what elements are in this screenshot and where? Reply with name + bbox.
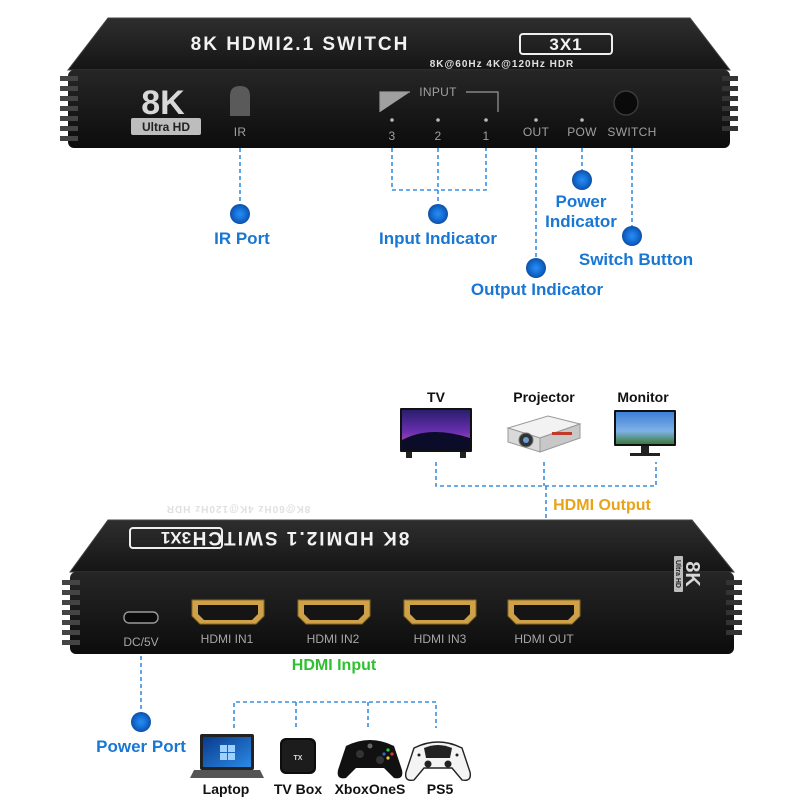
- xbox-controller-icon: [337, 740, 403, 779]
- ps5-controller-icon: [404, 741, 472, 782]
- xboxones-label: XboxOneS: [335, 781, 406, 797]
- bottom-8k-logo: 8K: [681, 561, 703, 587]
- input-label: INPUT: [419, 85, 457, 99]
- switch-callout-dot: [622, 226, 642, 246]
- top-device-left-grooves: [60, 76, 78, 141]
- tv-box-label: TV Box: [274, 781, 322, 797]
- out-led: [534, 118, 538, 122]
- bottom-device-front-panel: [70, 572, 734, 654]
- projector-label: Projector: [513, 389, 575, 405]
- power-port-label: Power Port: [96, 737, 186, 756]
- power-indicator-label-2: Indicator: [545, 212, 617, 231]
- hdmi-output-label: HDMI Output: [553, 497, 651, 514]
- power-indicator-label-1: Power: [555, 192, 606, 211]
- output-connection-bracket: [435, 462, 657, 487]
- top-device-badge-frame: [519, 33, 613, 55]
- bottom-device-rotated-labels: 8K HDMI2.1 SWITCH 3X1 8K@60Hz 4K@120Hz H…: [129, 503, 410, 549]
- bottom-device-badge: 3X1: [161, 528, 191, 547]
- bottom-device-badge-frame: [129, 527, 223, 549]
- input-num-2: 2: [435, 129, 442, 143]
- out-label: OUT: [523, 125, 550, 139]
- switch-button-label: Switch Button: [579, 250, 693, 269]
- input-section: HDMI Input Power Port Laptop TX TV Box: [96, 656, 472, 797]
- output-devices: TV Projector Monitor H: [400, 389, 676, 524]
- input-num-3: 3: [389, 129, 396, 143]
- input-bracket-left: [379, 91, 410, 112]
- bottom-device-left-grooves: [62, 580, 80, 645]
- hdmi-out-port[interactable]: [507, 599, 581, 625]
- input-connection-bracket: [233, 701, 437, 728]
- switch-button[interactable]: [613, 90, 639, 116]
- dc-5v-port[interactable]: [123, 611, 159, 624]
- input-num-1: 1: [483, 129, 490, 143]
- switch-label: SWITCH: [607, 125, 656, 139]
- hdmi-in1-port[interactable]: [191, 599, 265, 625]
- hdmi-in2-port[interactable]: [297, 599, 371, 625]
- monitor-icon: [614, 410, 676, 456]
- bottom-device: 8K HDMI2.1 SWITCH 3X1 8K@60Hz 4K@120Hz H…: [62, 503, 742, 654]
- bottom-device-title: 8K HDMI2.1 SWITCH: [191, 527, 410, 548]
- top-device-badge: 3X1: [549, 35, 582, 54]
- monitor-label: Monitor: [617, 389, 669, 405]
- top-device-right-grooves: [722, 76, 738, 131]
- power-port-callout-dot: [131, 712, 151, 732]
- tv-box-text: TX: [294, 755, 303, 762]
- input-led-3: [390, 118, 394, 122]
- input-callout-bracket: [391, 148, 487, 191]
- bottom-8k-logo-group: 8K Ultra HD: [674, 556, 703, 592]
- top-8k-logo: 8K: [141, 84, 185, 122]
- top-device-spec: 8K@60Hz 4K@120Hz HDR: [430, 59, 575, 70]
- ir-label: IR: [234, 125, 247, 139]
- input-led-2: [436, 118, 440, 122]
- projector-icon: [506, 415, 582, 453]
- dc-5v-label: DC/5V: [123, 635, 158, 649]
- laptop-icon: [190, 734, 264, 778]
- ir-window: [230, 86, 250, 116]
- hdmi-out-label: HDMI OUT: [514, 632, 574, 646]
- input-led-1: [484, 118, 488, 122]
- top-ultrahd-plate: [131, 118, 201, 135]
- ir-port-label: IR Port: [214, 229, 270, 248]
- bottom-device-right-grooves: [726, 580, 742, 635]
- output-indicator-label: Output Indicator: [471, 280, 604, 299]
- top-device: 8K HDMI2.1 SWITCH 3X1 8K@60Hz 4K@120Hz H…: [60, 17, 738, 148]
- pow-label: POW: [567, 125, 597, 139]
- ps5-label: PS5: [427, 781, 454, 797]
- hdmi-in3-label: HDMI IN3: [414, 632, 467, 646]
- hdmi-in1-label: HDMI IN1: [201, 632, 254, 646]
- laptop-label: Laptop: [203, 781, 250, 797]
- top-device-title: 8K HDMI2.1 SWITCH: [191, 34, 410, 55]
- top-device-top-face: [66, 17, 732, 71]
- tv-icon: [400, 408, 472, 458]
- output-callout-dot: [526, 258, 546, 278]
- bottom-device-top-face: [69, 519, 736, 573]
- hdmi-in2-label: HDMI IN2: [307, 632, 360, 646]
- bottom-device-spec: 8K@60Hz 4K@120Hz HDR: [166, 503, 311, 514]
- tv-box-icon: TX: [280, 738, 316, 774]
- input-indicator-label: Input Indicator: [379, 229, 497, 248]
- power-callout-dot: [572, 170, 592, 190]
- top-ultrahd-text: Ultra HD: [142, 120, 190, 134]
- top-callouts: IR Port Input Indicator Output Indicator…: [214, 148, 693, 299]
- bottom-ultrahd-text: Ultra HD: [674, 560, 681, 588]
- input-bracket-right: [466, 91, 499, 112]
- ir-callout-dot: [230, 204, 250, 224]
- hdmi-input-label: HDMI Input: [292, 657, 377, 674]
- pow-led: [580, 118, 584, 122]
- hdmi-in3-port[interactable]: [403, 599, 477, 625]
- input-callout-dot: [428, 204, 448, 224]
- tv-label: TV: [427, 389, 446, 405]
